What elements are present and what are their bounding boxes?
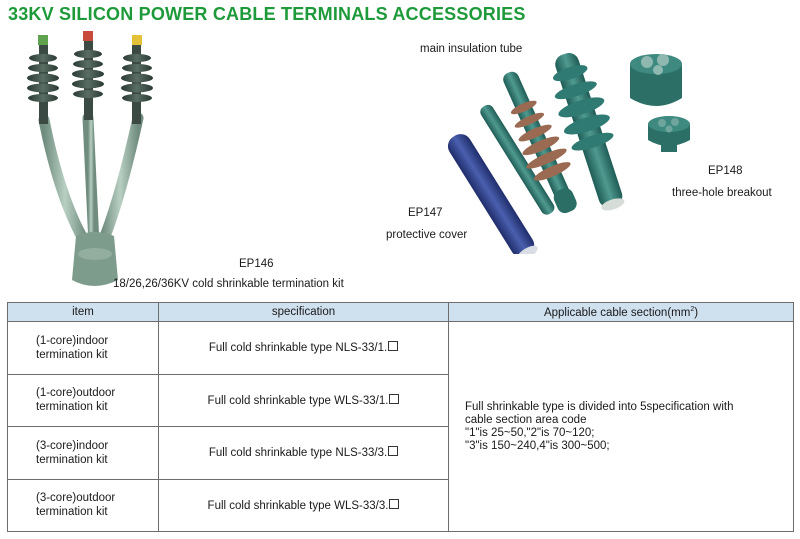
page-title: 33KV SILICON POWER CABLE TERMINALS ACCES…: [8, 4, 526, 24]
item-text: (3-core)indoor termination kit: [36, 439, 109, 466]
ep146-code: EP146: [239, 258, 274, 270]
ep146-termination-kit-image: [27, 31, 153, 286]
cable-section-cell: Full shrinkable type is divided into 5sp…: [448, 321, 794, 532]
main-insulation-tube-caption: main insulation tube: [420, 43, 523, 55]
ep148-description: three-hole breakout: [672, 187, 772, 199]
table-row: (1-core)outdoor termination kit Full col…: [7, 373, 794, 427]
checkbox-square-icon: [388, 446, 399, 457]
header-item: item: [7, 302, 159, 322]
header-cable-section-label: Applicable cable section(mm: [543, 306, 691, 319]
item-cell: (1-core)indoor termination kit: [7, 321, 159, 375]
header-specification: specification: [158, 302, 449, 322]
item-cell: (1-core)outdoor termination kit: [7, 373, 159, 427]
spec-cell: Full cold shrinkable type NLS-33/3.: [158, 426, 449, 480]
accessories-image: [447, 53, 690, 254]
spec-text: Full cold shrinkable type WLS-33/3.: [207, 499, 389, 512]
table-row: (3-core)outdoor termination kit Full col…: [7, 478, 794, 532]
spec-text: Full cold shrinkable type WLS-33/1.: [207, 394, 389, 407]
spec-cell: Full cold shrinkable type WLS-33/3.: [158, 478, 449, 532]
spec-text: Full cold shrinkable type NLS-33/1.: [208, 342, 388, 355]
ep146-description: 18/26,26/36KV cold shrinkable terminatio…: [113, 278, 344, 290]
cable-section-text: Full shrinkable type is divided into 5sp…: [465, 400, 734, 452]
table-header-row: item specification Applicable cable sect…: [7, 302, 794, 322]
ep148-code: EP148: [708, 165, 743, 177]
ep147-description: protective cover: [386, 229, 468, 241]
item-text: (3-core)outdoor termination kit: [36, 492, 116, 519]
spec-cell: Full cold shrinkable type WLS-33/1.: [158, 373, 449, 427]
checkbox-square-icon: [389, 498, 400, 509]
checkbox-square-icon: [389, 393, 400, 404]
checkbox-square-icon: [388, 341, 399, 352]
item-text: (1-core)outdoor termination kit: [36, 387, 116, 414]
table-row: (1-core)indoor termination kit Full cold…: [7, 321, 794, 532]
item-text: (1-core)indoor termination kit: [36, 334, 109, 361]
item-cell: (3-core)outdoor termination kit: [7, 478, 159, 532]
header-cable-section: Applicable cable section(mm2): [448, 302, 794, 322]
spec-cell: Full cold shrinkable type NLS-33/1.: [158, 321, 449, 375]
specification-table: item specification Applicable cable sect…: [7, 302, 794, 532]
header-cable-section-close: ): [694, 306, 699, 319]
table-row: (3-core)indoor termination kit Full cold…: [7, 426, 794, 480]
spec-text: Full cold shrinkable type NLS-33/3.: [208, 447, 388, 460]
ep147-code: EP147: [408, 207, 443, 219]
header-cable-section-superscript: 2: [690, 305, 695, 313]
item-cell: (3-core)indoor termination kit: [7, 426, 159, 480]
